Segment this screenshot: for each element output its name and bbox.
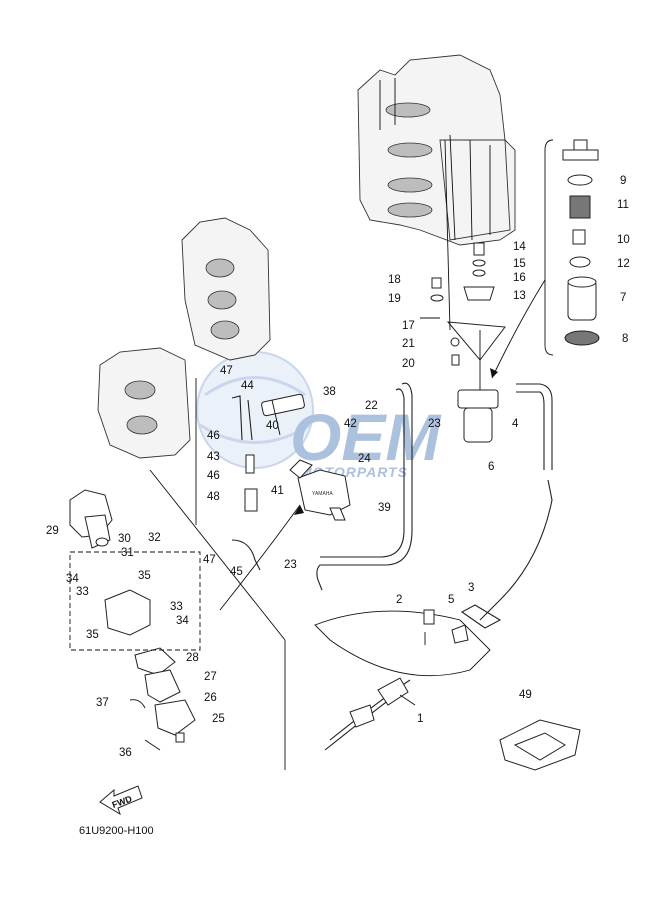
callout: 4 [512, 418, 519, 430]
callout: 47 [220, 365, 233, 377]
callout: 45 [230, 566, 243, 578]
callout: 21 [402, 338, 415, 350]
callout: 27 [204, 671, 217, 683]
callout: 11 [617, 199, 629, 211]
callout: 34 [66, 573, 79, 585]
callout: 31 [121, 547, 134, 559]
connection-lines [195, 279, 546, 706]
callout: 24 [358, 453, 371, 465]
callout: 15 [513, 258, 526, 270]
svg-text:YAMAHA: YAMAHA [312, 491, 333, 497]
callout: 35 [138, 570, 151, 582]
cylinder-head-upper [181, 217, 271, 361]
callout: 12 [617, 258, 630, 270]
watermark-brand: OEM [290, 400, 442, 474]
watermark: OEM MOTORPARTS [196, 351, 442, 480]
callout: 10 [617, 234, 630, 246]
callout: 33 [170, 601, 183, 613]
fuel-pump: YAMAHA [244, 393, 351, 521]
callout: 37 [96, 697, 109, 709]
fwd-arrow-icon: FWD [99, 785, 143, 816]
callout: 41 [271, 485, 284, 497]
callout: 2 [396, 594, 402, 606]
callout: 30 [118, 533, 131, 545]
callout: 8 [622, 333, 628, 345]
callout: 38 [323, 386, 336, 398]
pump-exploded-view [69, 469, 286, 770]
callout: 44 [241, 380, 254, 392]
callout: 7 [620, 292, 626, 304]
filter-exploded-view [544, 139, 600, 356]
fuel-filter-assembly [420, 139, 506, 443]
callout: 46 [207, 470, 220, 482]
callout: 23 [428, 418, 441, 430]
callout: 25 [212, 713, 225, 725]
cylinder-head-lower [97, 347, 191, 459]
callouts: 1 2 3 4 5 6 7 8 9 10 11 12 13 14 15 16 1… [46, 175, 630, 759]
callout: 42 [344, 418, 357, 430]
callout: 36 [119, 747, 132, 759]
callout: 49 [519, 689, 532, 701]
callout: 39 [378, 502, 391, 514]
callout: 5 [448, 594, 454, 606]
callout: 9 [620, 175, 626, 187]
callout: 14 [513, 241, 526, 253]
callout: 40 [266, 420, 279, 432]
callout: 20 [402, 358, 415, 370]
callout: 48 [207, 491, 220, 503]
callout: 22 [365, 400, 378, 412]
callout: 13 [513, 290, 526, 302]
callout: 16 [513, 272, 526, 284]
lower-fittings [314, 609, 581, 771]
callout: 28 [186, 652, 199, 664]
callout: 34 [176, 615, 189, 627]
callout: 26 [204, 692, 217, 704]
callout: 46 [207, 430, 220, 442]
callout: 3 [468, 582, 474, 594]
callout: 43 [207, 451, 220, 463]
callout: 29 [46, 525, 59, 537]
callout: 33 [76, 586, 89, 598]
callout: 19 [388, 293, 401, 305]
callout: 6 [488, 461, 494, 473]
callout: 23 [284, 559, 297, 571]
diagram-code: 61U9200-H100 [79, 825, 154, 837]
callout: 17 [402, 320, 415, 332]
engine-block [357, 54, 516, 246]
callout: 18 [388, 274, 401, 286]
callout: 47 [203, 554, 216, 566]
callout: 35 [86, 629, 99, 641]
callout: 1 [417, 713, 423, 725]
callout: 32 [148, 532, 161, 544]
